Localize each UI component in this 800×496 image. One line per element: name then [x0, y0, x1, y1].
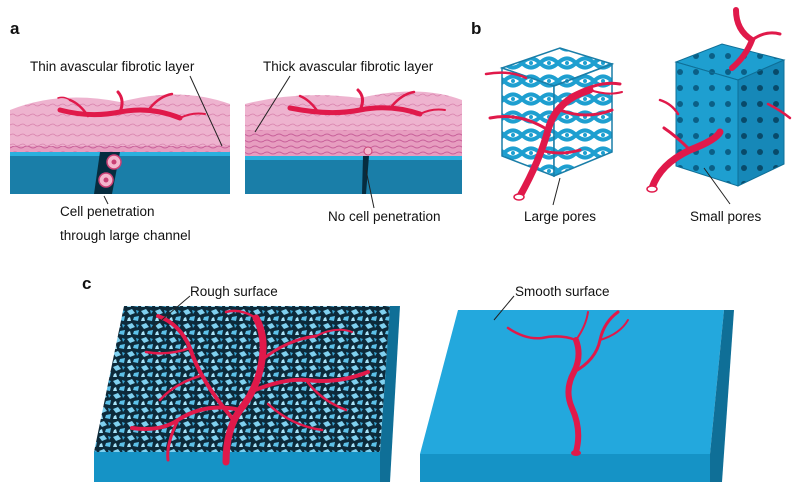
- vessel-a-thin: [57, 90, 206, 121]
- vessel-a-thick: [287, 88, 446, 117]
- thick-layer-leader: [254, 75, 291, 133]
- rough-surface-leader: [149, 295, 191, 331]
- vessel-small-pores: [648, 7, 792, 192]
- small-pores-label: Small pores: [690, 209, 762, 224]
- small-pores-leader: [703, 167, 731, 205]
- vessel-rough: [130, 309, 370, 466]
- vessel-large-pores: [484, 71, 623, 200]
- blocked-cell: [363, 146, 373, 156]
- panel-a-letter: a: [10, 19, 20, 38]
- thick-scaffold-base: [245, 156, 462, 194]
- smooth-surface-leader: [493, 295, 515, 321]
- large-channel-label-line2: through large channel: [60, 228, 191, 243]
- large-channel-label-line1: Cell penetration: [60, 204, 155, 219]
- thick-layer-block: [245, 88, 462, 194]
- thin-fibrous-edge: [10, 146, 230, 152]
- panel-b-letter: b: [471, 19, 481, 38]
- thin-fibrous-top: [10, 94, 230, 146]
- rough-top: [94, 306, 390, 452]
- no-penetration-leader: [365, 169, 375, 209]
- rough-front: [94, 452, 380, 482]
- smooth-side: [710, 310, 734, 482]
- small-channel: [362, 156, 369, 194]
- rough-surface-block: [94, 306, 400, 482]
- smooth-surface-label: Smooth surface: [515, 284, 610, 299]
- vessel-smooth: [506, 310, 629, 455]
- rough-surface-label: Rough surface: [190, 284, 278, 299]
- panel-c-letter: c: [82, 274, 91, 293]
- thin-layer-block: [10, 90, 230, 194]
- large-pores-label: Large pores: [524, 209, 596, 224]
- thick-layer-label: Thick avascular fibrotic layer: [263, 59, 434, 74]
- thin-layer-label: Thin avascular fibrotic layer: [30, 59, 195, 74]
- small-pore-scaffold: [674, 43, 786, 187]
- large-channel-leader: [103, 195, 109, 205]
- smooth-surface-block: [420, 310, 734, 482]
- large-pores-leader: [552, 177, 561, 206]
- thin-layer-leader: [189, 75, 223, 147]
- smooth-front: [420, 454, 710, 482]
- no-penetration-label: No cell penetration: [328, 209, 441, 224]
- rough-side: [380, 306, 400, 482]
- thick-fibrous-edge: [245, 130, 462, 156]
